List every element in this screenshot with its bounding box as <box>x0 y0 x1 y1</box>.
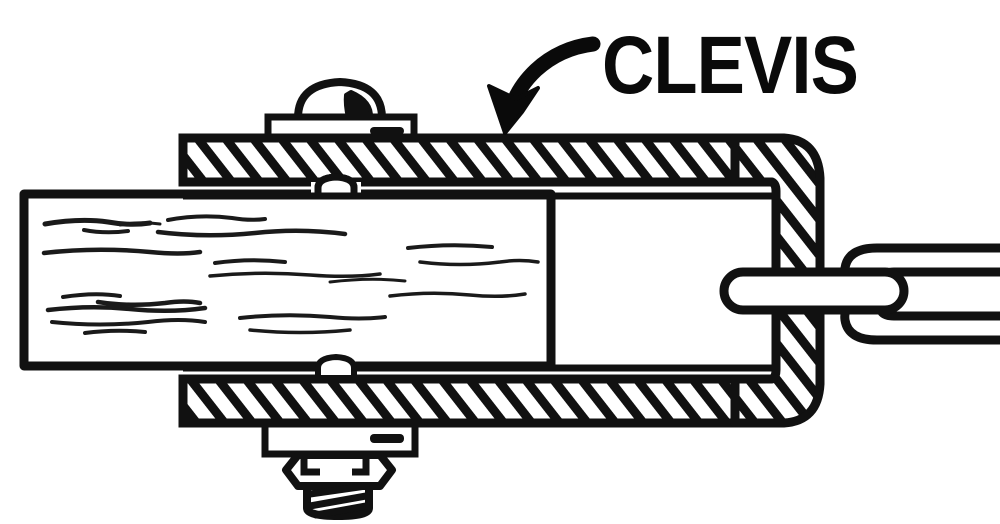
top-bolt-assembly <box>264 78 418 149</box>
arrow-curve <box>504 36 601 114</box>
bottom-washer-mark <box>370 434 404 443</box>
arrow-head-icon <box>487 84 540 135</box>
hex-nut-facet-left <box>300 459 320 476</box>
bolt-shaft-top <box>183 173 772 200</box>
bolt-shaft-top-arch-redraw <box>314 173 358 200</box>
callout-arrow <box>487 36 601 135</box>
bolt-shaft-bottom <box>183 353 772 381</box>
wood-block <box>19 189 556 371</box>
clevis-label: CLEVIS <box>602 20 858 111</box>
clevis-bend-outline <box>730 133 825 428</box>
bolt-shaft-bottom-arch <box>315 353 357 381</box>
clevis-pin <box>719 267 909 315</box>
top-clamp-plate <box>178 133 777 187</box>
bottom-bolt-assembly <box>261 420 419 520</box>
clevis-pin-body <box>719 267 909 315</box>
top-washer-mark <box>370 127 404 135</box>
hex-nut-facet-right <box>352 459 370 476</box>
thread-lines <box>306 482 370 519</box>
wood-grain-lines <box>41 214 540 335</box>
